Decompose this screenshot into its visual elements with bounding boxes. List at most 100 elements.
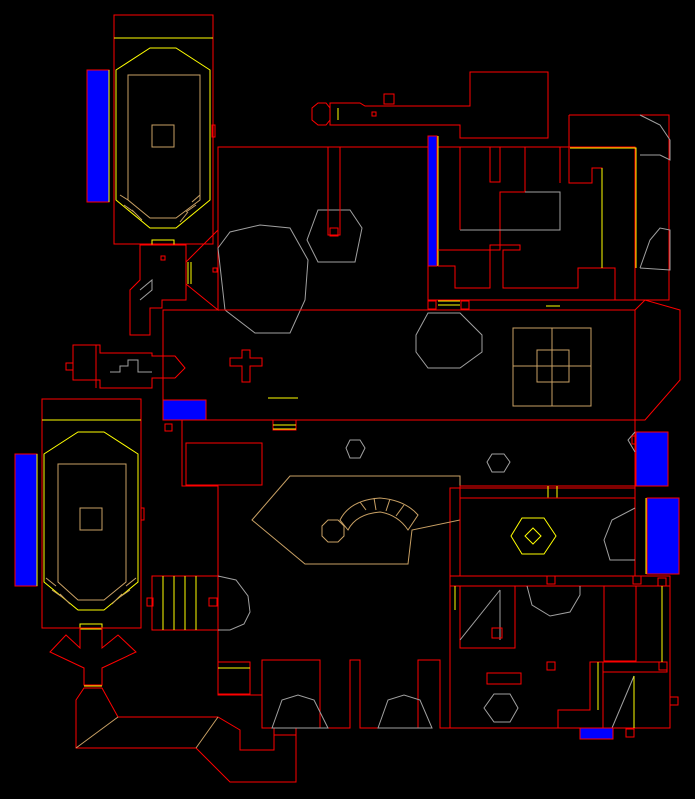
sw-tower-switch — [140, 507, 145, 521]
west-antechamber-marker — [65, 362, 74, 371]
central-hall-pillar-stem — [327, 146, 341, 236]
west-stairwell-apse — [217, 575, 251, 631]
main-hall-liquid — [162, 399, 207, 421]
main-hall-outline — [162, 309, 636, 421]
se-room-east-slant — [611, 675, 635, 729]
sw-base-slant-2 — [195, 716, 219, 749]
main-hall-octagon — [415, 312, 483, 369]
se-room-marker-d — [625, 728, 635, 738]
ne-complex-inner-wall-c — [489, 147, 501, 183]
south-east-rooms — [449, 575, 679, 740]
se-room-west-slant — [459, 589, 501, 641]
west-corridor — [129, 228, 219, 336]
se-room-liquid — [579, 727, 614, 740]
west-corridor-outline — [129, 244, 187, 336]
sc-hall-arch-a — [271, 694, 329, 729]
ne-complex-door-a — [570, 147, 637, 268]
main-hall-cross — [229, 349, 263, 383]
se-room-ceil-a — [526, 585, 581, 617]
se-rooms-outline — [449, 575, 671, 729]
sc-hall-hex-b — [486, 453, 511, 473]
east-room-marker-b — [657, 577, 667, 587]
west-stairwell-marker-a — [146, 597, 154, 607]
west-antechamber-steps — [110, 359, 152, 373]
north-west-tower — [86, 14, 216, 246]
sw-tower-stair-5 — [119, 589, 131, 598]
west-antechamber-outline — [72, 344, 186, 389]
south-central-hall — [181, 419, 636, 736]
sw-base-outline — [75, 687, 297, 783]
ne-complex-step-wall — [568, 115, 603, 269]
se-room-west-marker — [491, 627, 503, 639]
sc-hall-stage-spoke-1 — [359, 501, 367, 511]
north-corridor-outline — [329, 71, 549, 139]
east-room-diamond — [524, 527, 542, 545]
sc-hall-stage-arc — [339, 497, 419, 531]
sw-tower-stair-2 — [51, 589, 63, 598]
south-west-tower — [14, 398, 145, 630]
nw-tower-stair-5 — [185, 204, 197, 213]
ne-complex-inner-wall-f — [569, 114, 670, 301]
sc-hall-stage-spoke-2 — [373, 497, 377, 511]
central-hall — [217, 146, 429, 334]
nw-tower-stair-4 — [191, 194, 201, 203]
west-stairwell-marker-b — [208, 597, 218, 607]
central-hall-octagon — [217, 224, 309, 334]
nw-tower-stair-3 — [131, 209, 143, 221]
se-room-l-block — [557, 661, 604, 729]
north-east-complex — [427, 114, 671, 310]
se-room-marker-e — [658, 661, 668, 671]
nw-tower-liquid — [86, 69, 110, 203]
se-room-marker-c — [546, 661, 556, 671]
west-stairwell — [146, 575, 251, 631]
central-hall-outline — [217, 146, 429, 311]
central-hall-pillar-area — [306, 209, 363, 263]
ne-complex-inner-wall-d — [438, 244, 616, 300]
north-corridor — [311, 71, 549, 139]
main-hall-marker — [164, 423, 173, 432]
sc-hall-room — [185, 442, 263, 486]
west-corridor-marker — [160, 255, 166, 261]
se-room-marker-f — [669, 696, 679, 706]
se-room-bar — [486, 672, 522, 685]
nw-tower-octagon — [115, 47, 211, 229]
nw-tower-switch — [211, 124, 216, 138]
east-room-liquid-a — [635, 431, 669, 487]
ne-complex-ceil-a — [639, 114, 671, 161]
sw-tower-octagon — [43, 431, 139, 611]
ne-complex-marker-a — [427, 300, 437, 310]
main-hall — [162, 299, 681, 432]
east-room-ceil — [603, 507, 636, 561]
sc-hall-hex-a — [345, 439, 366, 459]
sw-base-slant — [75, 716, 119, 749]
main-hall-east-wedge — [634, 299, 681, 421]
central-hall-pillar-marker — [329, 227, 339, 237]
ne-complex-ceil-b — [639, 227, 671, 271]
se-room-east-col — [603, 585, 637, 662]
south-west-fork — [49, 627, 297, 783]
sw-tower-stair-6 — [111, 593, 123, 605]
nw-tower-stair-6 — [179, 211, 189, 223]
sc-hall-stage-octagon — [321, 519, 345, 543]
se-room-east-band — [602, 661, 668, 673]
sw-fork-outline — [49, 627, 137, 686]
sc-hall-arch-b — [377, 694, 433, 729]
sc-hall-stage — [251, 475, 461, 565]
east-room-liquid-b — [646, 497, 680, 575]
sw-tower-liquid — [14, 453, 38, 587]
se-room-west-outline — [459, 585, 516, 649]
west-antechamber — [65, 344, 186, 389]
east-rooms — [459, 431, 680, 587]
sw-tower-exit-door — [79, 623, 103, 630]
ne-complex-outline — [427, 146, 636, 301]
se-rooms-marker-a — [546, 575, 556, 585]
sc-hall-stage-spoke-3 — [385, 498, 391, 512]
sw-tower-pedestal — [79, 507, 103, 531]
east-room-ceil-b — [627, 431, 636, 453]
sc-hall-stub — [217, 661, 251, 695]
north-corridor-octagon — [311, 102, 331, 126]
ne-complex-marker-b — [460, 300, 470, 310]
sw-tower-inner — [57, 463, 127, 601]
sw-tower-stair-3 — [59, 593, 71, 605]
nw-tower-stair-1 — [119, 194, 129, 201]
